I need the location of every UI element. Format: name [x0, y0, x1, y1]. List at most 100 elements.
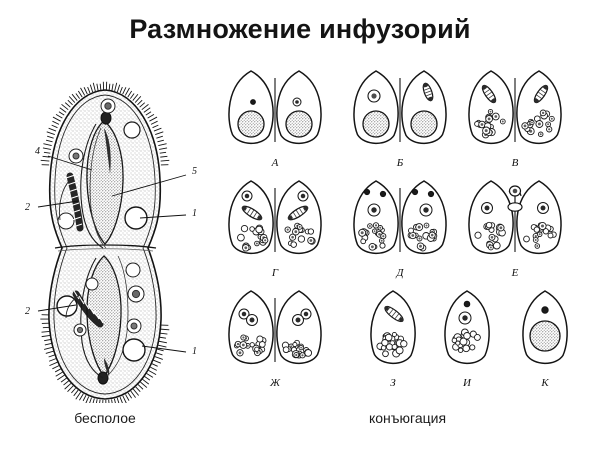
stage-letter-Д: Д	[396, 267, 405, 279]
migrating-pronucleus-upper-core	[512, 188, 518, 194]
macronucleus-fragment-core	[537, 122, 541, 126]
macronucleus-fragment-core	[382, 235, 385, 238]
macronucleus-fragment	[469, 344, 476, 351]
conjugation-stage-Б: Б	[353, 70, 447, 169]
oral-groove-upper-2	[89, 127, 107, 249]
macronucleus-fragment	[384, 333, 393, 342]
label-number-1-lower: 1	[192, 346, 197, 357]
macronucleus-fragment-core	[380, 239, 383, 242]
page-title: Размножение инфузорий	[129, 14, 471, 44]
macronucleus-fragment	[282, 346, 290, 354]
macronucleus-fragment	[307, 228, 315, 235]
micronucleus-spindle	[241, 205, 263, 221]
asexual-reproduction-diagram: 4 2 5 1 2 1	[25, 81, 197, 403]
food-vacuoles-lower	[73, 262, 145, 337]
macronucleus-fragment-core	[360, 231, 364, 235]
conjugant-cell-outline	[401, 180, 447, 255]
stage-letter-Б: Б	[396, 157, 404, 169]
micronucleus-core	[300, 193, 306, 199]
label-number-1-upper: 1	[192, 208, 197, 219]
stage-letter-Г: Г	[271, 267, 279, 279]
leader-lines	[37, 155, 187, 353]
macronucleus-fragment	[249, 226, 255, 232]
contractile-canal-upper-hatch	[65, 174, 83, 228]
conjugation-stage-Д: Д	[353, 180, 447, 279]
macronucleus-fragment-core	[411, 234, 415, 237]
macronucleus-fragment	[462, 344, 470, 353]
macronucleus-fragment-core	[487, 117, 491, 121]
leader-4	[47, 155, 93, 171]
vacuole-upper-apex	[123, 121, 141, 139]
macronucleus-fragment-core	[368, 225, 371, 227]
caption-conjugation: конъюгация	[368, 410, 447, 426]
macronucleus-fragment	[455, 340, 461, 346]
leader-numbers: 4 2 5 1 2 1	[25, 146, 197, 357]
conjugation-stage-И: И	[444, 290, 490, 389]
macronucleus	[410, 110, 438, 138]
macronucleus-fragment	[542, 228, 550, 235]
micronucleus-core	[423, 207, 429, 213]
macronucleus-fragment-core	[244, 246, 248, 250]
macronucleus	[529, 320, 561, 352]
macronucleus-fragment	[391, 331, 397, 338]
macronucleus-fragment-core	[374, 224, 378, 227]
macronucleus-fragment-core	[238, 351, 242, 355]
leader-2-lower	[37, 304, 77, 312]
migrating-pronucleus-lower	[507, 202, 523, 212]
stage-letter-Е: Е	[511, 267, 519, 279]
macronucleus-fragment-core	[246, 344, 249, 347]
macronucleus-fragment-core	[541, 111, 545, 115]
macronucleus-fragment-core	[501, 120, 504, 123]
macronucleus-fragment-core	[425, 224, 428, 227]
micronucleus	[541, 306, 549, 314]
macronucleus-fragment-core	[484, 129, 488, 133]
micronucleus	[463, 300, 471, 308]
macronucleus-fragment	[237, 233, 245, 242]
contractile-vacuole-lower	[122, 338, 146, 362]
macronucleus-fragment-core	[255, 242, 258, 245]
macronucleus-fragment	[249, 342, 255, 348]
macronucleus-fragment-core	[523, 124, 527, 128]
conjugant-cell-outline	[228, 290, 274, 365]
macronucleus-fragment-core	[379, 226, 382, 229]
macronucleus-fragment-core	[286, 228, 289, 231]
micronucleus-core	[371, 93, 377, 99]
macronucleus	[237, 110, 265, 138]
macronucleus-fragment	[240, 224, 249, 233]
micronucleus-core	[540, 205, 546, 211]
macronucleus-fragment	[256, 335, 264, 343]
macronucleus-fragment-core	[538, 233, 541, 236]
micronucleus-spindle	[481, 84, 497, 104]
macronucleus-fragment-core	[301, 354, 304, 357]
conjugation-stage-К: К	[522, 290, 568, 389]
macronucleus-fragment-core	[294, 230, 298, 234]
macronucleus-fragment-core	[499, 226, 503, 230]
micronucleus-core	[241, 311, 247, 317]
stage-letter-Ж: Ж	[269, 377, 281, 389]
micronucleus-core	[303, 311, 309, 317]
micronucleus	[427, 190, 435, 198]
macronucleus-fragment	[451, 337, 458, 344]
macronucleus-fragment	[395, 346, 404, 355]
macronucleus-fragment-core	[536, 245, 539, 247]
micronucleus	[363, 188, 371, 196]
macronucleus-fragment	[255, 225, 263, 234]
macronucleus-fragment-core	[309, 239, 313, 242]
macronucleus-fragment	[391, 343, 398, 350]
leader-1-upper	[139, 214, 187, 219]
label-number-2-lower: 2	[25, 306, 30, 317]
stage-letter-З: З	[390, 377, 396, 389]
stage-letter-В: В	[512, 157, 519, 169]
stage-letter-И: И	[462, 377, 472, 389]
macronucleus-fragment-core	[378, 233, 381, 236]
macronucleus-fragment	[547, 232, 554, 239]
macronucleus-fragment	[473, 333, 481, 341]
macronucleus-fragment	[408, 227, 414, 234]
cilia-layer	[40, 81, 170, 403]
micronucleus-spindle	[533, 84, 549, 104]
macronucleus-fragment	[381, 339, 389, 347]
contractile-canal-lower-hatch	[73, 290, 104, 324]
micronucleus-core	[295, 317, 301, 323]
